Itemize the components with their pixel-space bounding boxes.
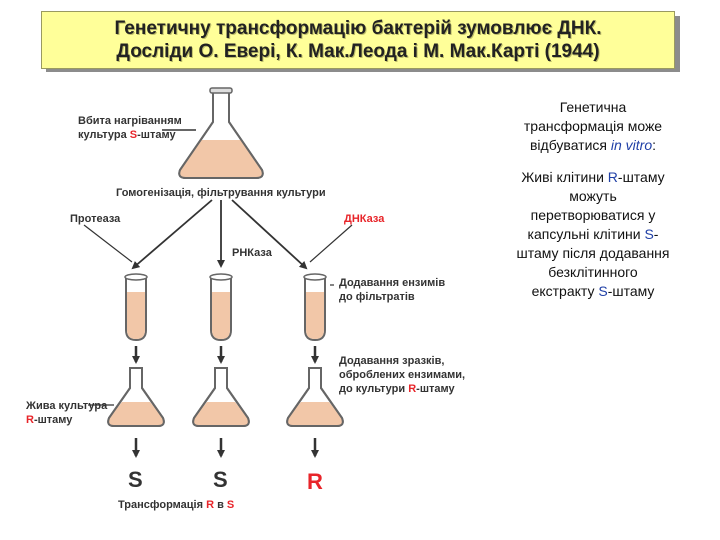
live-culture-label: Жива культура R-штаму	[26, 400, 108, 426]
protease-pointer	[83, 224, 133, 263]
heat-killed-label: Вбита нагріванням культура S-штаму	[78, 115, 182, 141]
bottom-flask-3	[286, 367, 344, 427]
result-r: R	[307, 469, 323, 494]
rnase-label: РНКаза	[232, 247, 272, 259]
arrow-to-tube-1	[131, 199, 213, 270]
arrow-to-tube-3	[231, 199, 308, 270]
bottom-flask-1	[107, 367, 165, 427]
transformation-label: Трансформація R в S	[118, 499, 235, 511]
bottom-flask-2	[192, 367, 250, 427]
add-enzymes-label: Додавання ензимів до фільтратів	[339, 277, 446, 303]
protease-label: Протеаза	[70, 213, 121, 225]
test-tube-dnase	[303, 273, 327, 342]
top-flask	[178, 87, 264, 179]
title-line-2: Досліди О. Евері, К. Мак.Леода і М. Мак.…	[116, 41, 600, 62]
dnase-pointer	[309, 224, 353, 263]
title-banner: Генетичну трансформацію бактерій зумовлю…	[41, 11, 675, 69]
side-paragraph-1: Генетична трансформація може відбуватися…	[523, 99, 663, 153]
side-paragraph-2: Живі клітини R-штаму можуть перетворюват…	[516, 169, 670, 299]
test-tube-protease	[124, 273, 148, 342]
dnase-label: ДНКаза	[344, 213, 385, 225]
homogenization-label: Гомогенізація, фільтрування культури	[116, 187, 326, 199]
add-samples-label: Додавання зразків, оброблених ензимами, …	[339, 355, 466, 395]
title-line-1: Генетичну трансформацію бактерій зумовлю…	[114, 18, 602, 39]
result-s-2: S	[213, 467, 228, 492]
result-s-1: S	[128, 467, 143, 492]
test-tube-rnase	[209, 273, 233, 342]
